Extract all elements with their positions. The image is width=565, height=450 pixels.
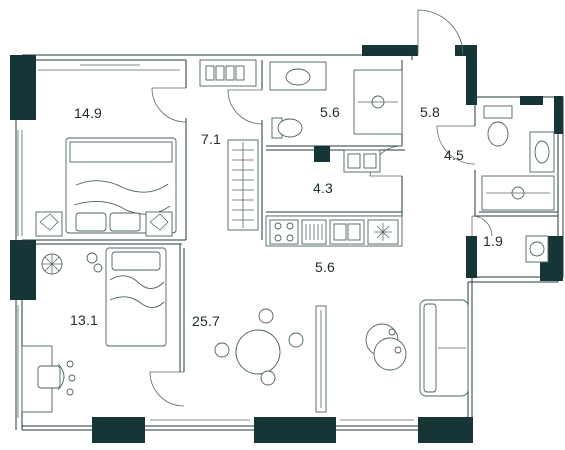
room-area-storage: 1.9 xyxy=(482,233,504,249)
partitions xyxy=(21,60,558,430)
wardrobe-icon xyxy=(227,139,259,231)
bed-icon xyxy=(65,137,177,234)
washing-machine-icon xyxy=(343,149,381,173)
dining-table-icon xyxy=(214,308,304,386)
sofa-icon xyxy=(419,299,469,397)
coffee-table-icon xyxy=(365,323,407,371)
shower-icon xyxy=(353,69,403,135)
room-area-bathroom-1: 5.6 xyxy=(319,104,341,120)
lamp-icon xyxy=(86,252,103,273)
sink-icon xyxy=(529,131,555,173)
bed-icon xyxy=(105,247,167,347)
nightstand-icon xyxy=(35,211,173,237)
oven-icon xyxy=(301,219,327,245)
fridge-icon xyxy=(367,219,399,245)
doors xyxy=(149,9,493,407)
toilet-icon xyxy=(483,105,513,147)
wardrobe-icon xyxy=(199,59,257,87)
room-area-bedroom-2: 13.1 xyxy=(69,312,99,328)
room-area-bathroom-2: 4.5 xyxy=(443,147,465,163)
thick-walls xyxy=(10,45,563,443)
stove-icon xyxy=(269,219,299,245)
toilet-icon xyxy=(271,117,303,139)
water-heater-icon xyxy=(525,235,549,263)
tv-icon xyxy=(315,305,327,413)
entrance-door-icon xyxy=(417,9,464,56)
room-area-corridor: 7.1 xyxy=(200,131,222,147)
plant-icon xyxy=(41,253,63,275)
room-area-kitchen: 5.6 xyxy=(314,259,336,275)
room-area-hall: 5.8 xyxy=(419,104,441,120)
sink-icon xyxy=(329,219,365,245)
sink-icon xyxy=(269,61,327,91)
room-area-living-room: 25.7 xyxy=(191,313,221,329)
windows xyxy=(17,64,414,421)
shaft-icon xyxy=(314,146,330,162)
shower-icon xyxy=(481,175,555,211)
room-area-bedroom-1: 14.9 xyxy=(73,105,103,121)
chair-icon xyxy=(37,360,76,396)
room-area-wardrobe: 4.3 xyxy=(312,180,334,196)
